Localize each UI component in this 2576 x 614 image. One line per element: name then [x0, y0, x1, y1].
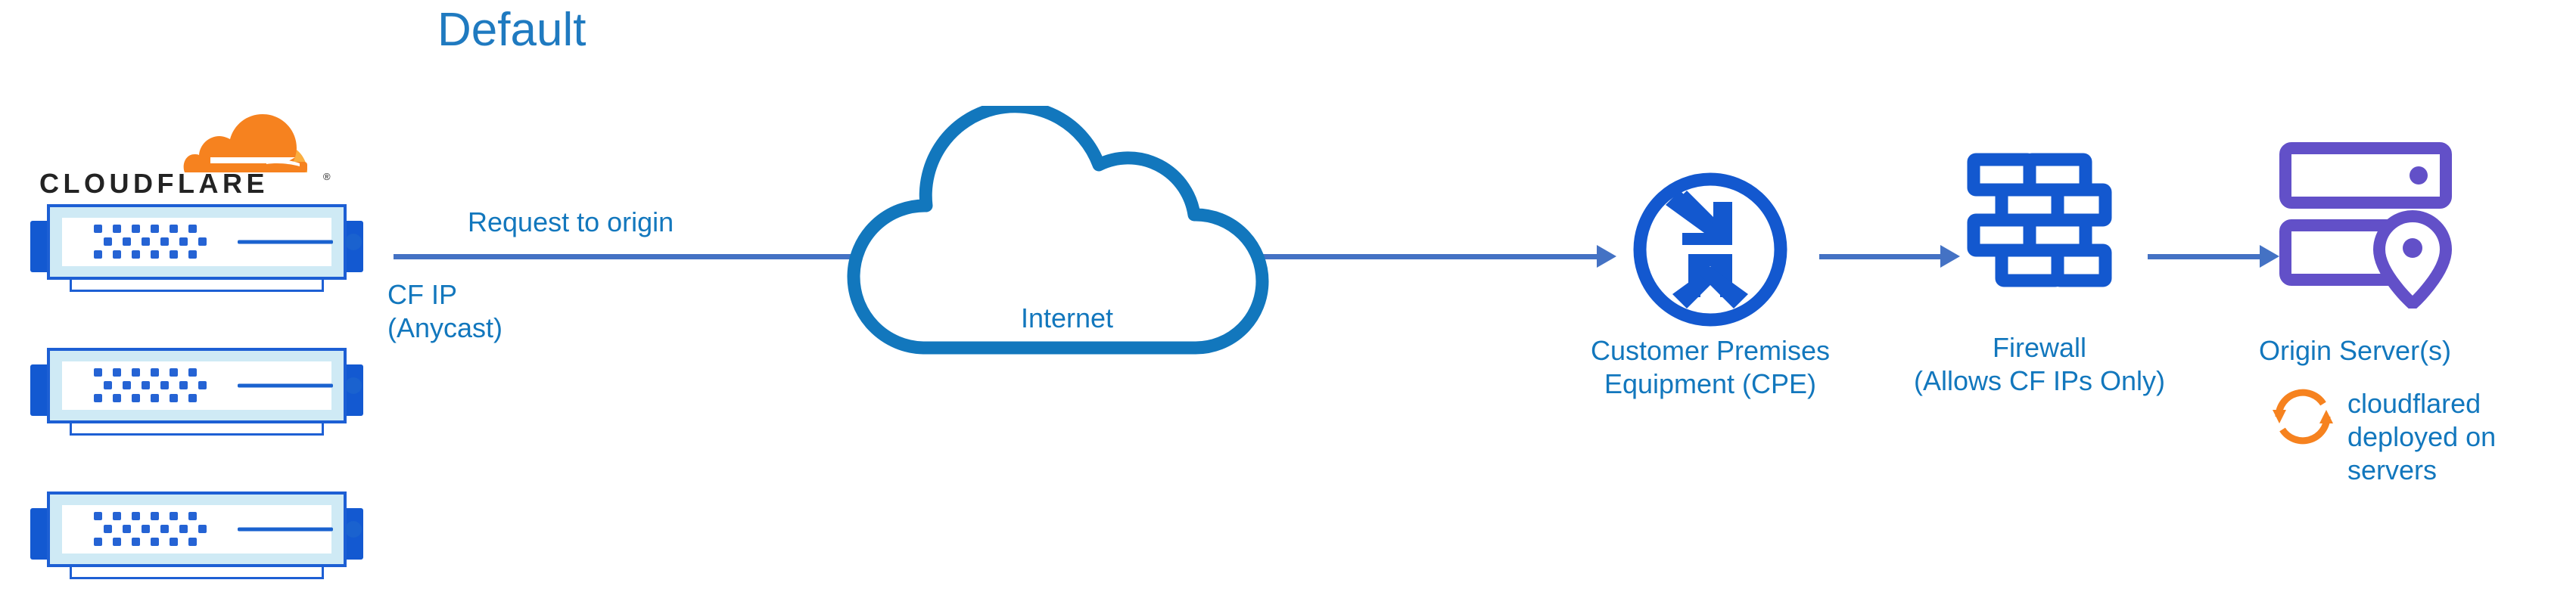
server-chassis — [47, 204, 362, 280]
cloudflare-logo: CLOUDFLARE ® — [39, 106, 342, 200]
server-status-line — [238, 527, 333, 532]
cloudflare-wordmark: CLOUDFLARE ® — [39, 169, 331, 199]
arrow-cpe-to-firewall — [1819, 254, 1940, 259]
server-status-line — [238, 383, 333, 388]
cloudflared-label-line1: cloudflared — [2347, 388, 2481, 419]
origin-server-label: Origin Server(s) — [2259, 335, 2452, 366]
svg-text:CLOUDFLARE: CLOUDFLARE — [39, 169, 269, 199]
arrow-firewall-to-origin — [2148, 254, 2260, 259]
server-base-shadow — [70, 566, 324, 579]
internet-cloud — [832, 100, 1302, 355]
cloudflare-server-2 — [30, 348, 363, 436]
server-status-led — [345, 377, 362, 394]
server-status-led — [345, 521, 362, 538]
server-stack-location-pin-icon — [2278, 142, 2459, 312]
brick-wall-icon — [1964, 150, 2115, 301]
internet-label: Internet — [1020, 302, 1114, 333]
router-arrows-circle-icon — [1631, 170, 1790, 329]
arrow-cpe-to-firewall-head — [1940, 245, 1960, 268]
firewall-label-line2: (Allows CF IPs Only) — [1913, 365, 2166, 396]
server-faceplate — [62, 361, 362, 410]
cloudflare-server-3 — [30, 492, 363, 579]
server-faceplate — [62, 218, 362, 266]
cf-ip-label-line1: CF IP — [387, 279, 458, 310]
cpe-label-line1: Customer Premises — [1590, 335, 1831, 366]
server-base-shadow — [70, 422, 324, 436]
server-vent-grid-icon — [94, 512, 207, 546]
firewall-label-line1: Firewall — [1992, 332, 2086, 363]
cpe-label-line2: Equipment (CPE) — [1604, 368, 1817, 399]
cloud-outline-icon — [847, 100, 1269, 355]
server-vent-grid-icon — [94, 368, 207, 402]
server-status-line — [238, 240, 333, 244]
server-chassis — [47, 348, 362, 423]
server-status-led — [345, 234, 362, 250]
page-title: Default — [437, 4, 586, 56]
server-faceplate — [62, 505, 362, 554]
arrow-firewall-to-origin-head — [2260, 245, 2279, 268]
server-base-shadow — [70, 278, 324, 292]
cloudflared-label-line3: servers — [2347, 454, 2438, 485]
svg-text:®: ® — [323, 171, 331, 182]
cf-ip-label-line2: (Anycast) — [387, 312, 503, 343]
request-to-origin-label: Request to origin — [468, 206, 674, 237]
server-chassis — [47, 492, 362, 567]
server-vent-grid-icon — [94, 225, 207, 259]
circular-arrows-sync-icon — [2269, 383, 2337, 451]
cloudflare-server-1 — [30, 204, 363, 292]
cloudflare-cloud-logo-icon — [183, 114, 307, 172]
arrow-cloudflare-to-cpe-head — [1597, 245, 1616, 268]
cloudflared-label-line2: deployed on — [2347, 421, 2497, 452]
